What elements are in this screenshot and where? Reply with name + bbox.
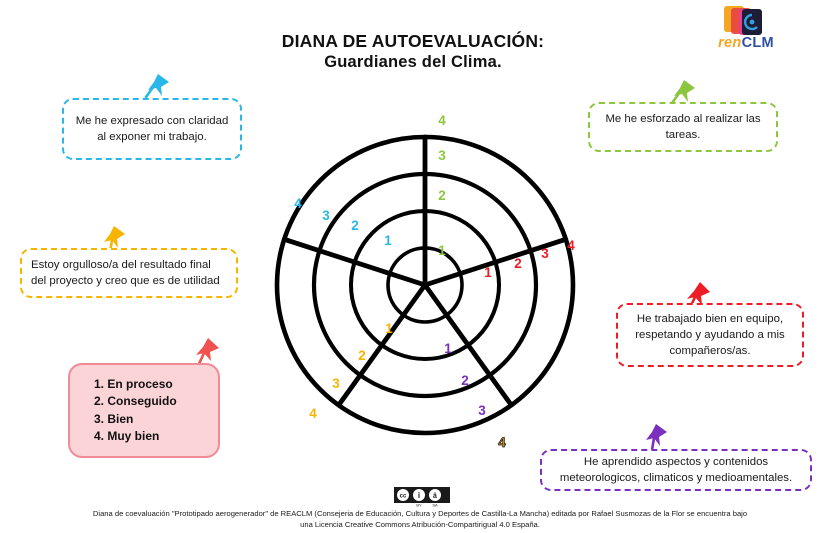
tick-expresado-2: 2: [351, 218, 359, 233]
callout-esforzado[interactable]: Me he esforzado al realizar las tareas.: [588, 102, 778, 152]
svg-text:i: i: [418, 491, 420, 500]
renclm-logo-icon: [724, 6, 762, 35]
tick-aprendido-2: 2: [461, 373, 469, 388]
legend-item-3: 3. Bien: [94, 411, 134, 426]
tick-equipo-3: 3: [541, 246, 549, 261]
cc-label-sa: SA: [432, 503, 438, 508]
logo-word-ren: ren: [718, 35, 742, 51]
tick-orgulloso-4: 4: [309, 406, 317, 421]
logo-word-clm: CLM: [741, 35, 774, 51]
license-footer-line-2: una Licencia Creative Commons Atribución…: [300, 520, 540, 530]
tick-orgulloso-1: 1: [385, 321, 393, 336]
tick-expresado-3: 3: [322, 208, 330, 223]
pushpin-icon-expresado: [144, 74, 169, 99]
radar-spoke-equipo: [422, 236, 569, 288]
tick-orgulloso-3: 3: [332, 376, 340, 391]
tick-equipo-4: 4: [567, 238, 575, 253]
tick-aprendido-4: 4: [498, 435, 506, 450]
cc-label-by: BY: [416, 503, 422, 508]
tick-expresado-1: 1: [384, 233, 392, 248]
tick-equipo-2: 2: [514, 256, 522, 271]
renclm-logo: renCLM: [706, 2, 786, 54]
radar-spoke-aprendido: [422, 282, 514, 408]
callout-aprendido[interactable]: He aprendido aspectos y contenidos meteo…: [540, 449, 812, 491]
svg-text:â: â: [433, 493, 437, 500]
pushpin-icon-legend: [196, 338, 219, 366]
tick-esforzado-1: 1: [438, 243, 446, 258]
callout-orgulloso[interactable]: Estoy orgulloso/a del resultado final de…: [20, 248, 238, 298]
callout-equipo-text: He trabajado bien en equipo, respetando …: [635, 312, 785, 358]
license-footer-line-1: Diana de coevaluación "Prototipado aerog…: [92, 509, 748, 518]
tick-equipo-1: 1: [484, 265, 492, 280]
tick-aprendido-1: 1: [444, 341, 452, 356]
tick-expresado-4: 4: [294, 196, 302, 211]
callout-esforzado-text: Me he esforzado al realizar las tareas.: [605, 112, 761, 141]
callout-expresado[interactable]: Me he expresado con claridad al exponer …: [62, 98, 242, 160]
callout-orgulloso-text: Estoy orgulloso/a del resultado final de…: [31, 258, 220, 287]
renclm-logo-text: renCLM: [706, 35, 786, 51]
title-line-1: DIANA DE AUTOEVALUACIÓN:: [281, 31, 545, 51]
callout-equipo[interactable]: He trabajado bien en equipo, respetando …: [616, 303, 804, 367]
license-footer: Diana de coevaluación "Prototipado aerog…: [40, 508, 800, 531]
pushpin-icon-esforzado: [670, 80, 695, 105]
svg-text:cc: cc: [400, 494, 407, 500]
scale-legend: 1. En proceso 2. Conseguido 3. Bien 4. M…: [68, 363, 220, 458]
tick-orgulloso-2: 2: [358, 348, 366, 363]
tick-esforzado-3: 3: [438, 148, 446, 163]
pushpin-icon-aprendido: [646, 424, 667, 452]
legend-item-1: 1. En proceso: [94, 377, 173, 392]
tick-esforzado-4: 4: [438, 113, 446, 128]
creative-commons-icon[interactable]: cc i â BY SA: [394, 487, 450, 507]
tick-esforzado-2: 2: [438, 188, 446, 203]
radar-diagram: 1 2 3 4 1 2 3 4 1 2 3 4 1 2: [270, 100, 580, 470]
callout-expresado-text: Me he expresado con claridad al exponer …: [75, 114, 229, 143]
title-line-2: Guardianes del Clima.: [324, 53, 502, 72]
scale-legend-list: 1. En proceso 2. Conseguido 3. Bien 4. M…: [94, 376, 177, 444]
legend-item-4: 4. Muy bien: [94, 428, 160, 443]
radar-spoke-expresado: [281, 236, 428, 288]
page-title: DIANA DE AUTOEVALUACIÓN: Guardianes del …: [248, 30, 578, 73]
callout-aprendido-text: He aprendido aspectos y contenidos meteo…: [559, 455, 793, 484]
radar-spoke-orgulloso: [336, 282, 428, 408]
legend-item-2: 2. Conseguido: [94, 394, 177, 409]
tick-aprendido-3: 3: [478, 403, 486, 418]
radar-svg: 1 2 3 4 1 2 3 4 1 2 3 4 1 2: [274, 113, 576, 450]
